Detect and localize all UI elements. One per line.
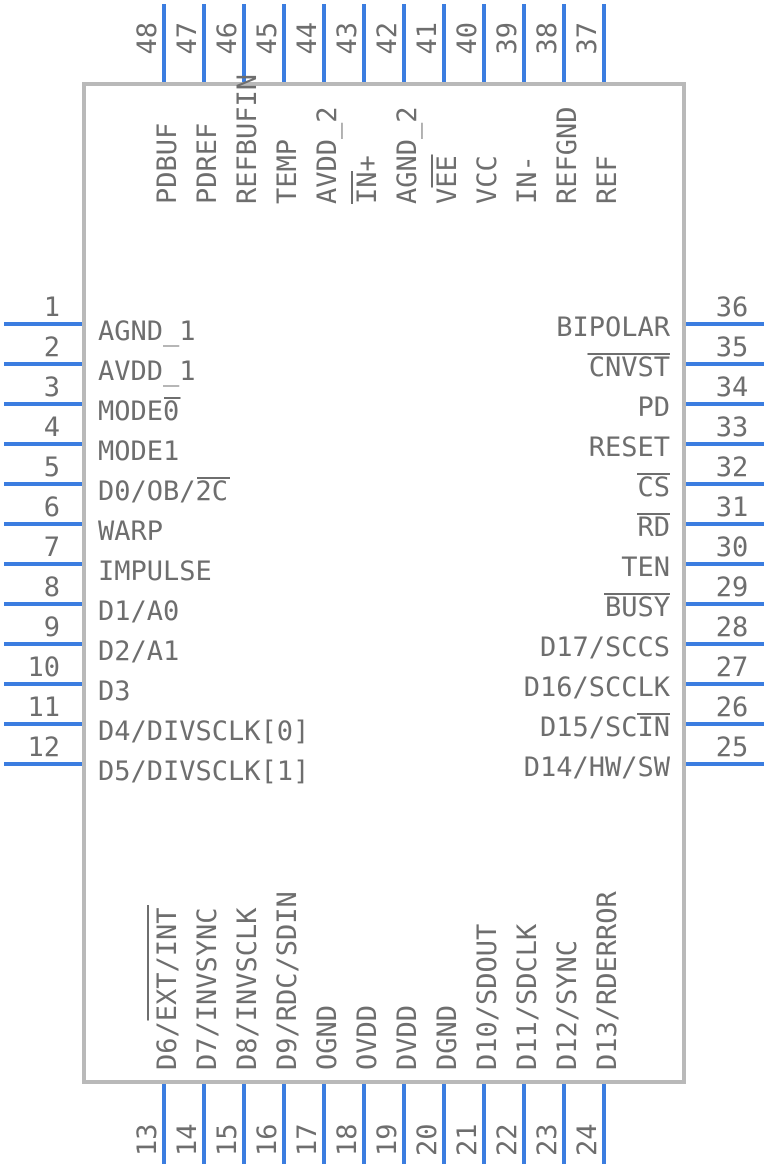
pin-41-number: 41 [412,22,443,55]
pin-13-number: 13 [132,1123,163,1156]
pin-48-number: 48 [132,22,163,55]
pin-23-number: 23 [532,1123,563,1156]
pin-38-number: 38 [532,22,563,55]
pin-10-number: 10 [27,652,60,683]
pin-label-avdd-2: AVDD_2 [312,106,343,204]
pin-label-avdd-1: AVDD_1 [98,356,196,387]
pin-label-d5-divsclk-1: D5/DIVSCLK[1] [98,756,309,787]
pin-22-number: 22 [492,1123,523,1156]
pin-label-cs: CS [637,472,670,503]
pin-16-number: 16 [252,1123,283,1156]
pin-label-d16-scclk: D16/SCCLK [524,672,671,703]
pin-label-impulse: IMPULSE [98,556,212,587]
pin-17-number: 17 [292,1123,323,1156]
pin-35-number: 35 [716,332,749,363]
pin-label-ovdd: OVDD [352,1005,383,1070]
pin-label-in: IN- [512,155,543,204]
pin-1-number: 1 [44,292,60,323]
pin-label-pdbuf: PDBUF [152,123,183,204]
pin-label-d9-rdc-sdin: D9/RDC/SDIN [272,891,303,1070]
pin-label-d12-sync: D12/SYNC [552,940,583,1070]
pin-33-number: 33 [716,412,749,443]
pin-label-d8-invsclk: D8/INVSCLK [232,907,263,1070]
pin-label-refbufin: REFBUFIN [232,74,263,204]
pin-label-ten: TEN [621,552,670,583]
pin-label-d2-a1: D2/A1 [98,636,179,667]
pin-label-d11-sdclk: D11/SDCLK [512,923,543,1070]
pin-7-number: 7 [44,532,60,563]
pin-44-number: 44 [292,22,323,55]
pin-20-number: 20 [412,1123,443,1156]
pin-40-number: 40 [452,22,483,55]
pin-label-busy: BUSY [605,592,670,623]
pin-25-number: 25 [716,732,749,763]
pin-label-vcc: VCC [472,155,503,204]
pin-32-number: 32 [716,452,749,483]
pin-39-number: 39 [492,22,523,55]
pin-label-ognd: OGND [312,1005,343,1070]
pin-label-d15-scin: D15/SCIN [540,712,670,743]
pin-36-number: 36 [716,292,749,323]
pin-label-dvdd: DVDD [392,1005,423,1070]
pin-14-number: 14 [172,1123,203,1156]
pin-label-d4-divsclk-0: D4/DIVSCLK[0] [98,716,309,747]
pin-label-d7-invsync: D7/INVSYNC [192,907,223,1070]
pin-label-bipolar: BIPOLAR [556,312,671,343]
pin-43-number: 43 [332,22,363,55]
pin-label-d14-hw-sw: D14/HW/SW [524,752,671,783]
pin-label-pd: PD [637,392,670,423]
pin-label-d3: D3 [98,676,131,707]
pin-2-number: 2 [44,332,60,363]
pin-18-number: 18 [332,1123,363,1156]
pin-label-d13-rderror: D13/RDERROR [592,890,623,1070]
ic-body [82,82,686,1084]
pin-label-refgnd: REFGND [552,106,583,204]
pin-label-mode0: MODE0 [98,396,179,427]
pin-11-number: 11 [27,692,60,723]
pin-47-number: 47 [172,22,203,55]
pin-label-agnd-2: AGND_2 [392,106,423,204]
pin-6-number: 6 [44,492,60,523]
pin-26-number: 26 [716,692,749,723]
pin-label-d0-ob-2c: D0/OB/2C [98,476,228,507]
pin-label-reset: RESET [589,432,670,463]
pin-label-ref: REF [592,155,623,204]
pin-37-number: 37 [572,22,603,55]
pin-34-number: 34 [716,372,749,403]
pin-3-number: 3 [44,372,60,403]
pin-label-pdref: PDREF [192,123,223,204]
pin-45-number: 45 [252,22,283,55]
pin-19-number: 19 [372,1123,403,1156]
pin-24-number: 24 [572,1123,603,1156]
pin-4-number: 4 [44,412,60,443]
pin-15-number: 15 [212,1123,243,1156]
pin-label-cnvst: CNVST [589,352,670,383]
pin-label-warp: WARP [98,516,163,547]
pin-5-number: 5 [44,452,60,483]
pin-label-rd: RD [637,512,670,543]
pin-label-d17-sccs: D17/SCCS [540,632,670,663]
pin-label-mode1: MODE1 [98,436,179,467]
pin-label-d6-ext-int: D6/EXT/INT [152,907,183,1070]
pin-label-temp: TEMP [272,139,303,204]
pin-label-vee: VEE [432,155,463,204]
pin-label-dgnd: DGND [432,1005,463,1070]
pin-42-number: 42 [372,22,403,55]
pin-label-d1-a0: D1/A0 [98,596,179,627]
pin-46-number: 46 [212,22,243,55]
pin-label-agnd-1: AGND_1 [98,316,196,347]
pin-8-number: 8 [44,572,60,603]
pin-9-number: 9 [44,612,60,643]
pin-30-number: 30 [716,532,749,563]
pin-12-number: 12 [27,732,60,763]
pin-label-d10-sdout: D10/SDOUT [472,924,503,1070]
pin-31-number: 31 [716,492,749,523]
pin-28-number: 28 [716,612,749,643]
pin-27-number: 27 [716,652,749,683]
pin-label-in: IN+ [352,155,383,204]
pin-21-number: 21 [452,1123,483,1156]
pin-29-number: 29 [716,572,749,603]
